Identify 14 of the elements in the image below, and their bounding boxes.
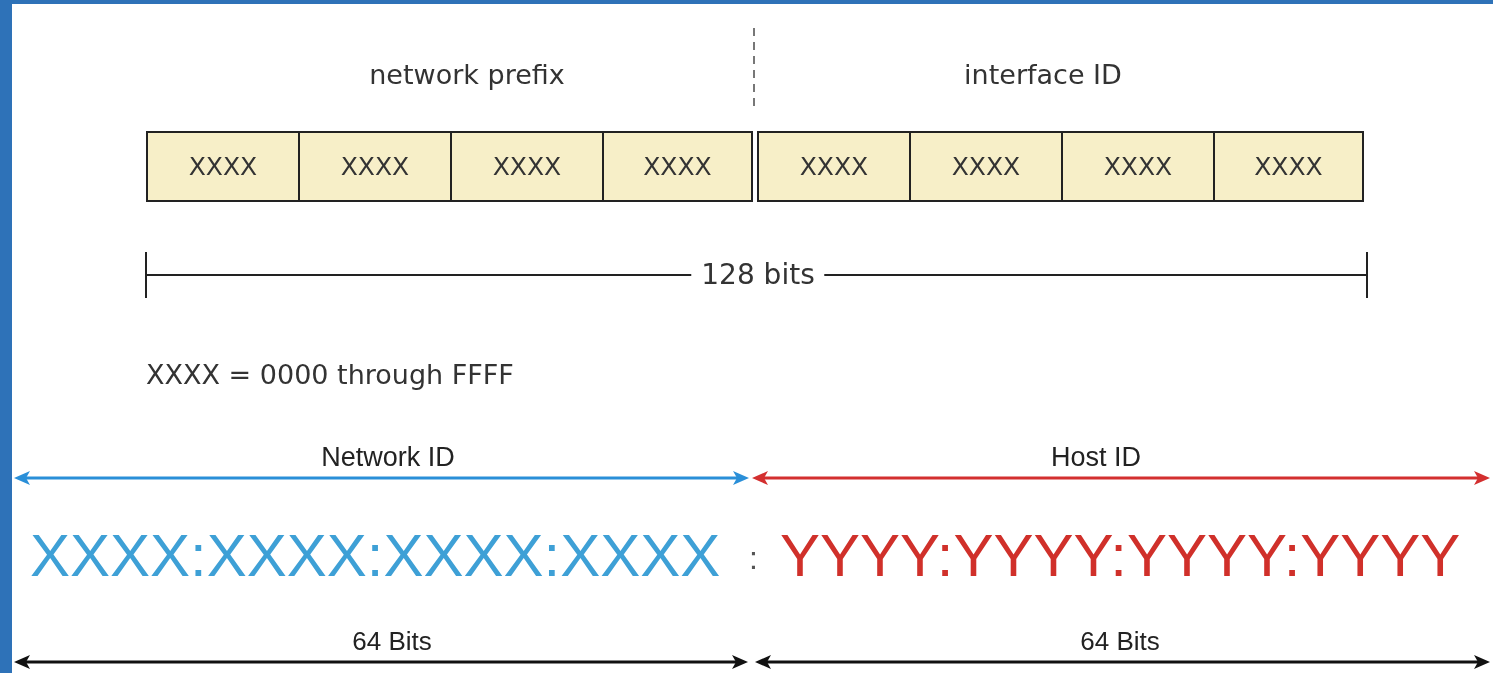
label: network prefix [369,61,565,88]
separator: : [749,542,758,574]
field-cell: XXXX [298,131,452,202]
address-text: XXXX:XXXX:XXXX:XXXX [30,526,721,586]
field-cell: XXXX [909,131,1063,202]
field-cell: XXXX [757,131,911,202]
field-cell: XXXX [450,131,604,202]
label: interface ID [964,61,1122,88]
field-cell: XXXX [602,131,753,202]
field-cell: XXXX [146,131,300,202]
address-text: YYYY:YYYY:YYYY:YYYY [780,526,1461,586]
field-cell: XXXX [1213,131,1364,202]
note: XXXX = 0000 through FFFF [146,361,514,388]
field-cell: XXXX [1061,131,1215,202]
